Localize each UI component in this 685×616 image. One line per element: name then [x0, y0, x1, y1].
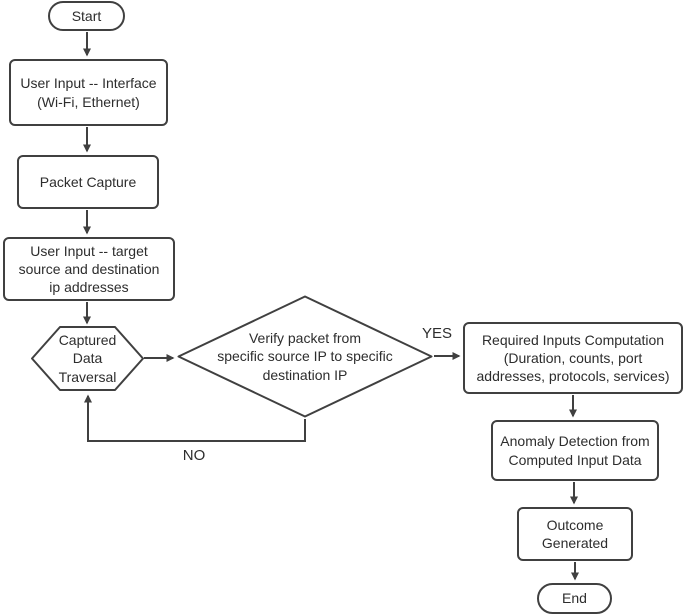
node-verify-packet-decision: Verify packet from specific source IP to… [217, 330, 393, 383]
node-user-input-target: User Input -- target source and destinat… [3, 237, 175, 301]
node-outcome-generated: Outcome Generated [517, 507, 633, 561]
decision-diamond-shape [177, 295, 433, 418]
node-packet-capture: Packet Capture [17, 155, 159, 209]
node-user-input-interface: User Input -- Interface (Wi-Fi, Ethernet… [9, 59, 168, 126]
edge-verify-no-to-traversal [84, 394, 306, 442]
hexagon-shape [31, 326, 144, 391]
node-required-inputs-computation: Required Inputs Computation (Duration, c… [463, 322, 683, 394]
node-captured-data-traversal: Captured Data Traversal [58, 332, 117, 385]
edge-label-yes: YES [421, 325, 452, 342]
node-start: Start [48, 1, 125, 31]
node-end: End [537, 583, 612, 614]
edge-label-no: NO [182, 447, 206, 464]
node-anomaly-detection: Anomaly Detection from Computed Input Da… [491, 420, 659, 481]
